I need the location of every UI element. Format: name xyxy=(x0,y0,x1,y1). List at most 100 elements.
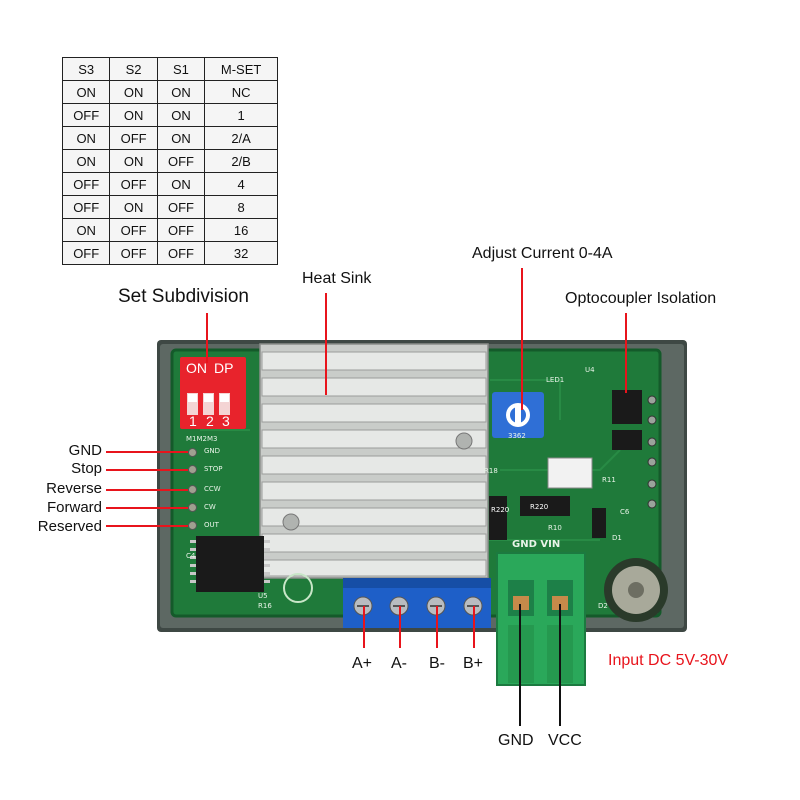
side-label-stop: Stop xyxy=(71,460,102,477)
header-pin xyxy=(188,521,197,530)
table-header-row: S3 S2 S1 M-SET xyxy=(61,57,278,81)
driver-ic xyxy=(190,536,270,592)
callout-line xyxy=(625,313,627,393)
table-header: S1 xyxy=(156,57,206,81)
table-cell: ON xyxy=(61,80,111,104)
table-cell: OFF xyxy=(156,241,206,265)
table-cell: OFF xyxy=(156,195,206,219)
power-label-vcc: VCC xyxy=(548,732,582,749)
dip-dp-label: DP xyxy=(214,360,234,376)
callout-line xyxy=(325,293,327,395)
silk-m-header: M1M2M3 xyxy=(186,435,218,443)
table-cell: ON xyxy=(156,103,206,127)
callout-line xyxy=(473,606,475,648)
side-label-gnd: GND xyxy=(68,442,102,459)
callout-heat-sink: Heat Sink xyxy=(302,270,372,287)
callout-line xyxy=(399,606,401,648)
dip-number: 1 xyxy=(189,413,197,429)
callout-line xyxy=(106,489,188,491)
board-logo xyxy=(283,573,313,603)
side-label-forward: Forward xyxy=(46,499,102,516)
silk-pin-out: OUT xyxy=(204,521,219,529)
current-potentiometer[interactable] xyxy=(492,392,544,438)
callout-line xyxy=(559,604,561,726)
opto-module xyxy=(547,457,593,489)
shunt-resistor xyxy=(489,496,570,540)
silk-r220: R220 xyxy=(491,506,510,514)
header-pin xyxy=(188,465,197,474)
dip-number: 2 xyxy=(206,413,214,429)
table-cell: ON xyxy=(156,80,206,104)
dip-switch[interactable] xyxy=(180,357,246,429)
callout-line xyxy=(363,606,365,648)
callout-line xyxy=(106,469,188,471)
callout-line xyxy=(521,268,523,410)
dip-number: 3 xyxy=(222,413,230,429)
optocoupler-chip xyxy=(612,390,642,450)
table-header: S3 xyxy=(61,57,111,81)
silk-gnd-vin: GND VIN xyxy=(512,539,561,550)
silk-pin-cw: CW xyxy=(204,503,216,511)
silk-pot-code: 3362 xyxy=(508,432,526,440)
silk-r16: R16 xyxy=(258,602,272,610)
dip-on-label: ON xyxy=(186,360,207,376)
silk-r11: R11 xyxy=(602,476,616,484)
motor-terminal-block xyxy=(343,578,491,628)
silk-led1: LED1 xyxy=(546,376,565,384)
terminal-label-a-minus: A- xyxy=(391,655,407,672)
table-cell: OFF xyxy=(61,241,111,265)
power-label-gnd: GND xyxy=(498,732,534,749)
table-cell: OFF xyxy=(61,103,111,127)
power-terminal-block xyxy=(496,552,586,686)
table-cell: 2/A xyxy=(204,126,278,150)
callout-input-dc: Input DC 5V-30V xyxy=(608,652,729,669)
silk-c6: C6 xyxy=(620,508,630,516)
silk-c4: C4 xyxy=(186,552,196,560)
header-pin xyxy=(188,503,197,512)
silk-d2: D2 xyxy=(598,602,608,610)
silk-d1: D1 xyxy=(612,534,622,542)
silk-pin-stop: STOP xyxy=(204,465,223,473)
callout-line xyxy=(106,451,188,453)
silk-r220-b: R220 xyxy=(530,503,549,511)
callout-line xyxy=(436,606,438,648)
silk-u4: U4 xyxy=(585,366,595,374)
table-cell: 1 xyxy=(204,103,278,127)
silk-pin-gnd: GND xyxy=(204,447,221,455)
callout-line xyxy=(206,313,208,363)
terminal-label-b-plus: B+ xyxy=(463,655,484,672)
header-pin xyxy=(188,448,197,457)
side-label-reverse: Reverse xyxy=(46,480,102,497)
callout-line xyxy=(106,507,188,509)
side-label-reserved: Reserved xyxy=(37,518,102,535)
table-cell: 32 xyxy=(204,241,278,265)
table-cell: ON xyxy=(109,195,158,219)
table-cell: OFF xyxy=(109,126,158,150)
table-cell: ON xyxy=(61,218,111,242)
callout-set-subdivision: Set Subdivision xyxy=(118,286,249,307)
table-cell: OFF xyxy=(156,149,206,173)
table-header: S2 xyxy=(109,57,158,81)
callout-optocoupler: Optocoupler Isolation xyxy=(565,290,717,307)
capacitor xyxy=(604,558,668,622)
callout-adjust-current: Adjust Current 0-4A xyxy=(472,245,613,262)
callout-line xyxy=(106,525,188,527)
silk-u5: U5 xyxy=(258,592,268,600)
heat-sink xyxy=(259,343,489,579)
header-pin xyxy=(188,485,197,494)
terminal-label-b-minus: B- xyxy=(429,655,445,672)
table-cell: 2/B xyxy=(204,149,278,173)
callout-line xyxy=(519,604,521,726)
silk-r18: R18 xyxy=(484,467,498,475)
silk-pin-ccw: CCW xyxy=(204,485,221,493)
silk-r10: R10 xyxy=(548,524,562,532)
table-cell: OFF xyxy=(109,218,158,242)
